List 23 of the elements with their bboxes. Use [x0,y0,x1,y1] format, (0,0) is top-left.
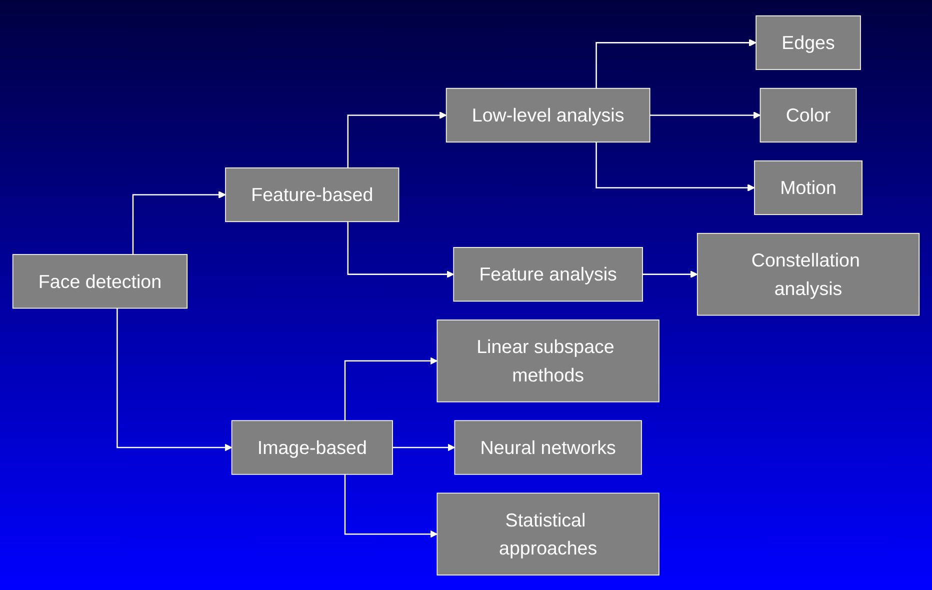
arrow [347,221,454,278]
node-box: Color [760,87,857,142]
arrow [344,356,438,420]
arrow [344,474,438,538]
arrow [347,111,447,168]
node-box: Face detection [12,254,188,308]
node-box: Edges [756,14,861,70]
node-box: Image-based [231,420,393,474]
node-box: Low-level analysis [446,87,650,142]
node-box: Neural networks [454,420,642,474]
arrow [392,443,456,451]
node-box: Constellation analysis [696,232,920,316]
arrow [596,142,755,192]
arrow [642,270,698,278]
arrow [596,38,756,88]
arrow [132,190,226,254]
node-box: Feature-based [225,167,400,222]
node-box: Statistical approaches [436,492,660,576]
node-box: Feature analysis [453,246,643,302]
arrow [116,308,232,451]
node-box: Linear subspace methods [436,319,660,402]
arrow [649,111,761,119]
node-box: Motion [754,160,862,215]
